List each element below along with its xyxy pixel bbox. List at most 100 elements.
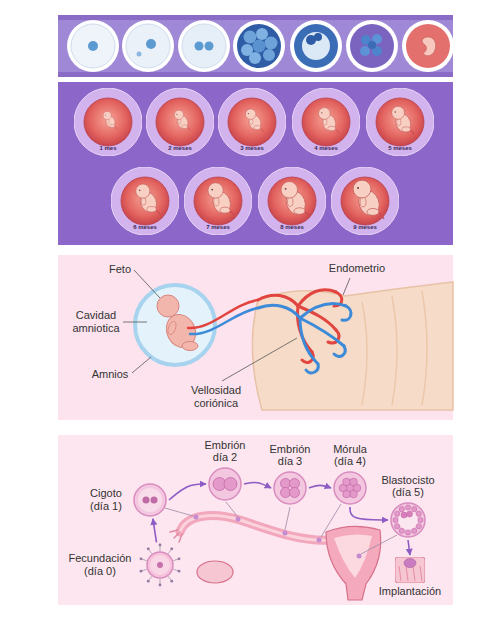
vessel <box>334 346 345 356</box>
stage-cell: Embrión día 3 <box>264 443 316 506</box>
womb-inner <box>194 177 242 225</box>
womb-inner <box>268 177 316 225</box>
trophoblast-cell <box>395 511 400 516</box>
position-line <box>165 508 193 516</box>
placenta-panel <box>58 255 453 420</box>
trophoblast-cell <box>393 517 398 522</box>
blastomere <box>224 478 237 491</box>
callout-box: Cavidad amniotica <box>66 309 126 334</box>
stage-cell: Implantación <box>370 557 450 598</box>
sperm-head <box>159 584 162 587</box>
month-art <box>146 88 214 156</box>
cell-ring <box>290 20 342 72</box>
fetus <box>174 110 190 130</box>
fetus-head <box>157 295 179 317</box>
cell-body <box>71 24 115 68</box>
blastomere <box>253 40 266 53</box>
month-circle: 7 meses <box>184 167 252 235</box>
fetus-head <box>319 108 331 120</box>
fetus-arm <box>397 119 401 126</box>
fetus <box>319 108 339 133</box>
blastomere <box>350 490 358 498</box>
blastocoel <box>398 510 418 530</box>
oocyte <box>122 20 174 72</box>
trophoblast-cell <box>399 528 404 533</box>
blastomere <box>290 479 300 489</box>
callout-box: Endometrio <box>322 262 392 275</box>
fetus-leg <box>182 125 188 129</box>
callout-label: Endometrio <box>322 262 392 275</box>
cell-art <box>134 484 166 516</box>
sperm-head <box>178 557 181 560</box>
endometrium-stripe <box>392 296 397 405</box>
position-dot <box>236 517 241 522</box>
position-dot <box>283 531 288 536</box>
sperm-tail <box>160 546 161 551</box>
trophoblast-cell <box>416 524 421 529</box>
band-strip <box>58 20 453 72</box>
cell-illustration <box>389 501 427 539</box>
sperm-tail <box>160 579 161 584</box>
endometrium-stripe <box>420 566 422 581</box>
cell-cluster <box>360 46 370 56</box>
month-label: 4 meses <box>292 145 360 152</box>
endometrium-stripe <box>399 566 401 581</box>
fetus-eye <box>211 189 213 191</box>
egg-cytoplasm <box>150 555 170 575</box>
ovary <box>197 561 233 583</box>
cell-body <box>182 24 226 68</box>
month-art <box>74 88 142 156</box>
month-label: 9 meses <box>331 224 399 231</box>
cell-body <box>294 24 338 68</box>
cell-cluster <box>368 41 376 49</box>
callout-box: Vellosidad coriónica <box>183 384 249 409</box>
morula <box>233 20 285 72</box>
month-art <box>331 167 399 235</box>
stage-label: Blastocisto (día 5) <box>375 474 441 499</box>
zona <box>391 503 425 537</box>
pronucleus <box>143 497 150 504</box>
cell-body <box>237 24 281 68</box>
leader-line <box>343 278 350 295</box>
fetus <box>157 295 201 352</box>
fetus-leg <box>254 126 261 130</box>
fetus-head <box>245 109 256 120</box>
egg-cell <box>147 552 173 578</box>
fetus-arm <box>141 197 146 205</box>
nucleus <box>205 42 214 51</box>
womb-inner <box>341 177 389 225</box>
leader-line <box>123 322 147 323</box>
fetus <box>208 183 235 216</box>
sperm-tail <box>149 550 152 554</box>
fetus <box>392 106 414 134</box>
month-ring <box>146 88 214 156</box>
month-art <box>184 167 252 235</box>
month-ring <box>331 167 399 235</box>
sperm-tail <box>142 569 147 571</box>
fetus-eye <box>248 113 249 114</box>
sperm-tail <box>173 559 178 561</box>
month-label: 8 meses <box>258 224 326 231</box>
fetus-arm <box>166 320 177 336</box>
month-circle: 8 meses <box>258 167 326 235</box>
nucleus <box>195 42 204 51</box>
fetus-eye <box>357 187 359 189</box>
cell-ring <box>122 20 174 72</box>
womb <box>406 24 450 68</box>
fetus <box>281 181 310 217</box>
umbilical-vein <box>190 308 258 334</box>
month-label: 2 meses <box>146 145 214 152</box>
stage-cell: Fecundación (día 0) <box>64 543 182 587</box>
position-line <box>321 504 341 537</box>
blastomere <box>263 49 275 61</box>
tube-lumen <box>180 516 330 541</box>
blastocoel <box>302 32 330 60</box>
fetus-leg <box>402 127 411 132</box>
stage-arrow <box>169 484 206 500</box>
callout-label: Feto <box>100 263 140 276</box>
stage-cell: Blastocisto (día 5) <box>375 474 441 539</box>
leader-line <box>132 357 151 373</box>
stage-label: Fecundación (día 0) <box>64 552 136 577</box>
trophoblast-cell <box>405 505 410 510</box>
stage-label: Implantación <box>370 585 450 598</box>
